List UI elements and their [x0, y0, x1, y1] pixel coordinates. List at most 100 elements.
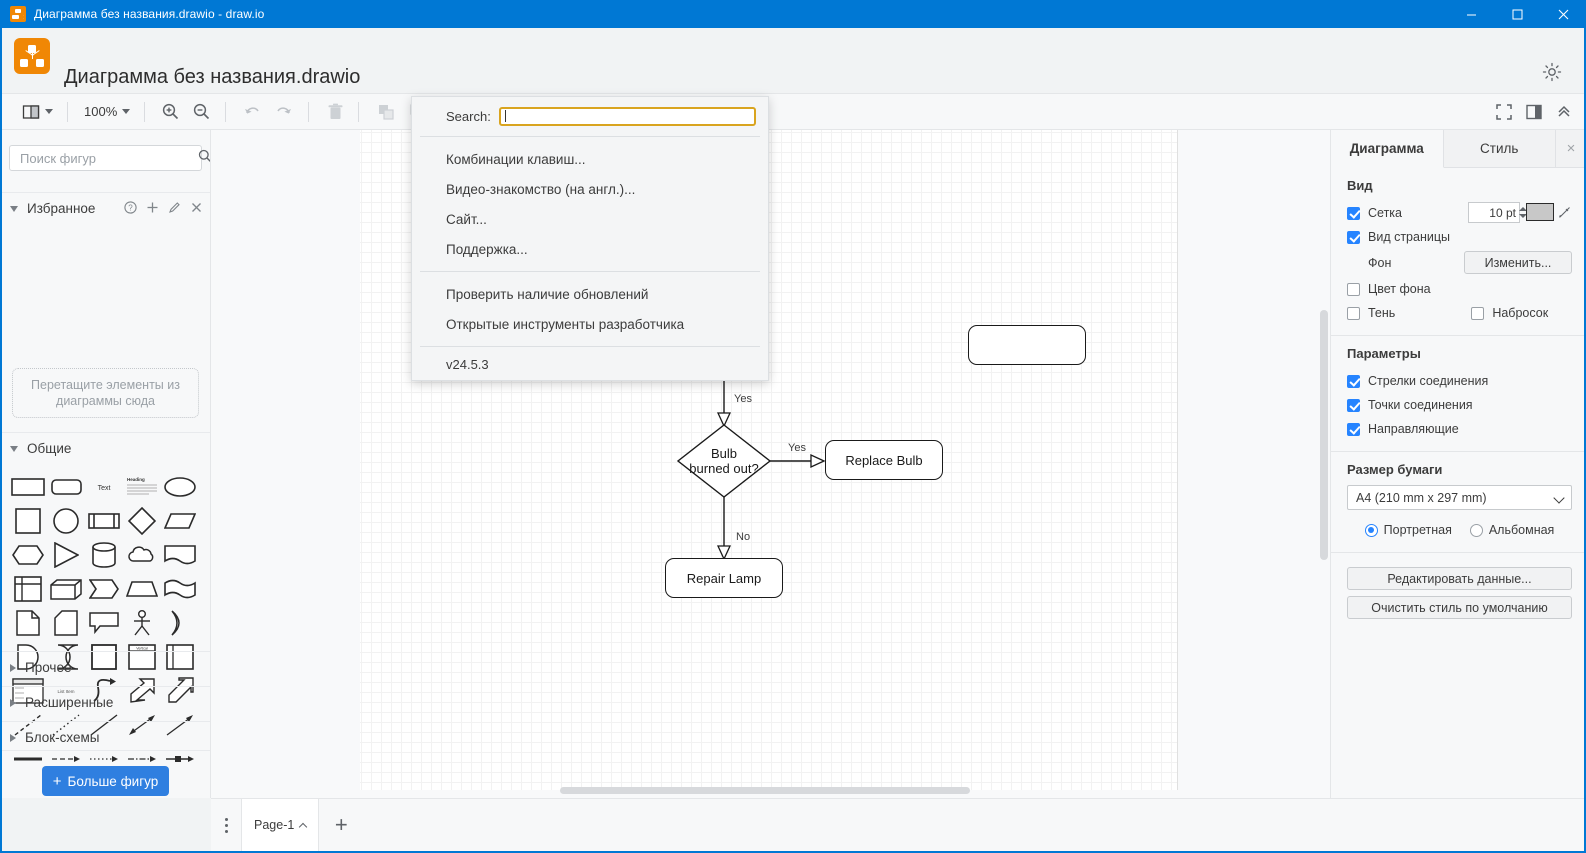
- tab-style[interactable]: Стиль: [1443, 130, 1556, 167]
- clear-default-style-button[interactable]: Очистить стиль по умолчанию: [1347, 596, 1572, 619]
- paper-size-select[interactable]: A4 (210 mm x 297 mm): [1347, 485, 1572, 510]
- shape-cylinder[interactable]: [85, 538, 123, 572]
- collapse-toolbar-icon[interactable]: [1556, 94, 1572, 130]
- favorites-dropzone[interactable]: Перетащите элементы из диаграммы сюда: [12, 368, 199, 418]
- help-search-input[interactable]: [498, 106, 756, 126]
- to-front-icon[interactable]: [377, 94, 395, 130]
- close-icon[interactable]: [1540, 0, 1586, 28]
- shape-vertical-container[interactable]: [161, 640, 199, 674]
- grid-size-input[interactable]: 10 pt: [1468, 202, 1520, 223]
- shape-parallelogram[interactable]: [161, 504, 199, 538]
- replace-bulb-node[interactable]: Replace Bulb: [825, 440, 943, 480]
- fullscreen-icon[interactable]: [1496, 94, 1512, 130]
- shape-tape[interactable]: [161, 572, 199, 606]
- sidebar-section-favorites[interactable]: Избранное ?: [0, 192, 210, 224]
- redo-icon[interactable]: [274, 94, 294, 130]
- menu-item-support[interactable]: Поддержка...: [446, 241, 528, 257]
- shape-block-arrow[interactable]: [161, 674, 199, 708]
- add-page-button[interactable]: +: [334, 812, 348, 837]
- grid-size-stepper[interactable]: [1517, 202, 1528, 223]
- maximize-icon[interactable]: [1494, 0, 1540, 28]
- shape-note[interactable]: [9, 606, 47, 640]
- shape-dash-dot-arrow[interactable]: [123, 742, 161, 776]
- tab-diagram[interactable]: Диаграмма: [1331, 130, 1444, 168]
- shape-thick-line[interactable]: [9, 742, 47, 776]
- view-layers-icon[interactable]: [22, 94, 40, 130]
- connection-points-checkbox[interactable]: [1347, 398, 1360, 412]
- background-change-button[interactable]: Изменить...: [1464, 251, 1572, 274]
- connection-arrows-checkbox[interactable]: [1347, 374, 1360, 388]
- search-icon[interactable]: [198, 149, 210, 168]
- shape-actor[interactable]: [123, 606, 161, 640]
- shape-search-box[interactable]: [9, 145, 210, 171]
- pages-menu-icon[interactable]: [211, 799, 241, 852]
- add-icon[interactable]: [146, 201, 159, 217]
- repair-lamp-node[interactable]: Repair Lamp: [665, 558, 783, 598]
- shape-bidirectional-connector[interactable]: [123, 708, 161, 742]
- shape-internal-storage[interactable]: [9, 572, 47, 606]
- sidebar-section-general[interactable]: Общие: [0, 432, 210, 464]
- shape-trapezoid[interactable]: [123, 572, 161, 606]
- shape-step[interactable]: [85, 572, 123, 606]
- shape-list-item[interactable]: List Item: [47, 674, 85, 708]
- shape-container[interactable]: [85, 640, 123, 674]
- format-panel-icon[interactable]: [1526, 94, 1542, 130]
- grid-color-swatch[interactable]: [1526, 203, 1554, 221]
- sidebar-section-misc[interactable]: Прочее: [0, 651, 210, 683]
- shape-dotted-line[interactable]: [47, 708, 85, 742]
- search-input[interactable]: [18, 149, 198, 167]
- shape-table[interactable]: [9, 674, 47, 708]
- menu-item-keyboard-shortcuts[interactable]: Комбинации клавиш...: [446, 151, 586, 167]
- delete-icon[interactable]: [327, 94, 344, 130]
- background-color-checkbox[interactable]: [1347, 282, 1360, 296]
- close-icon[interactable]: ×: [1556, 130, 1586, 167]
- chevron-up-icon[interactable]: [299, 822, 308, 831]
- shape-cube[interactable]: [47, 572, 85, 606]
- shape-rounded-rectangle[interactable]: [47, 470, 85, 504]
- more-shapes-button[interactable]: + Больше фигур: [42, 766, 169, 796]
- shape-document[interactable]: [161, 538, 199, 572]
- help-icon[interactable]: ?: [124, 200, 137, 217]
- zoom-in-icon[interactable]: [161, 94, 180, 130]
- bulb-burned-out-decision[interactable]: Bulb burned out?: [678, 425, 770, 497]
- shape-process[interactable]: [85, 504, 123, 538]
- canvas-vertical-scrollbar[interactable]: [1320, 310, 1328, 560]
- edit-icon[interactable]: [168, 201, 181, 217]
- shape-dotted-arrow[interactable]: [85, 742, 123, 776]
- hidden-node-top[interactable]: [968, 325, 1086, 365]
- shape-textbox[interactable]: Heading: [123, 470, 161, 504]
- shape-ellipse[interactable]: [161, 470, 199, 504]
- menu-item-website[interactable]: Сайт...: [446, 211, 487, 227]
- portrait-radio[interactable]: [1364, 523, 1378, 537]
- undo-icon[interactable]: [242, 94, 262, 130]
- page-tab-page-1[interactable]: Page-1: [241, 798, 320, 852]
- close-icon[interactable]: [190, 201, 203, 217]
- shape-curved-arrow[interactable]: [85, 674, 123, 708]
- menu-item-video-intro[interactable]: Видео-знакомство (на англ.)...: [446, 181, 636, 197]
- landscape-radio[interactable]: [1469, 523, 1483, 537]
- menu-item-check-updates[interactable]: Проверить наличие обновлений: [446, 286, 649, 302]
- eyedropper-icon[interactable]: [1556, 203, 1572, 221]
- menu-item-developer-tools[interactable]: Открытые инструменты разработчика: [446, 316, 685, 332]
- canvas-horizontal-scrollbar[interactable]: [560, 787, 970, 794]
- edit-data-button[interactable]: Редактировать данные...: [1347, 567, 1572, 590]
- zoom-out-icon[interactable]: [192, 94, 211, 130]
- shape-triangle[interactable]: [47, 538, 85, 572]
- shape-rectangle[interactable]: [9, 470, 47, 504]
- diagram-canvas[interactable]: Bulb burned out? Replace Bulb Repair Lam…: [211, 130, 1330, 798]
- zoom-level-label[interactable]: 100%: [84, 104, 118, 119]
- grid-checkbox[interactable]: [1347, 206, 1360, 220]
- shape-callout[interactable]: [85, 606, 123, 640]
- shape-directional-connector[interactable]: [161, 708, 199, 742]
- shape-card[interactable]: [47, 606, 85, 640]
- sidebar-section-flowchart[interactable]: Блок-схемы: [0, 721, 210, 753]
- sketch-checkbox[interactable]: [1471, 306, 1485, 320]
- shape-link-arrow[interactable]: [161, 742, 199, 776]
- shape-dashed-line[interactable]: [9, 708, 47, 742]
- shadow-checkbox[interactable]: [1347, 306, 1360, 320]
- minimize-icon[interactable]: [1448, 0, 1494, 28]
- shape-circle[interactable]: [47, 504, 85, 538]
- shape-dashed-arrow[interactable]: [47, 742, 85, 776]
- shape-square[interactable]: [9, 504, 47, 538]
- view-dropdown-caret[interactable]: [45, 109, 53, 114]
